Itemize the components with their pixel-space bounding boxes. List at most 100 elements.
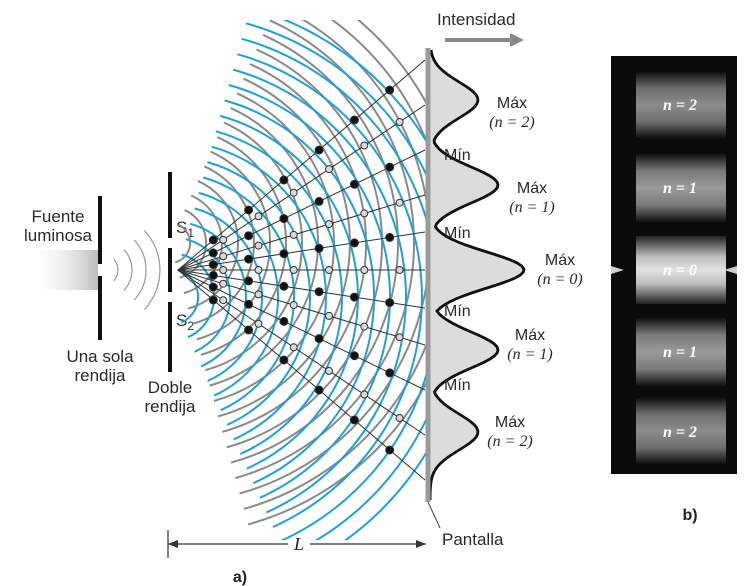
double-slit-label-line2: rendija: [144, 397, 196, 416]
fringe-label: n = 1: [663, 180, 697, 197]
destructive-point: [360, 266, 369, 274]
constructive-point: [279, 316, 289, 326]
interference-line: [177, 269, 426, 346]
min-label: Mín: [444, 303, 471, 320]
s2-wavefront: [220, 114, 359, 470]
interference-line: [177, 269, 426, 391]
destructive-point: [254, 319, 263, 328]
destructive-point: [360, 322, 369, 331]
intensity-pattern-curve: [428, 49, 526, 501]
s2-wavefront: [215, 130, 343, 455]
s2-wavefront: [232, 68, 407, 514]
max-label: Máx: [545, 252, 575, 269]
s1-wavefront: [205, 121, 304, 372]
destructive-point: [254, 266, 263, 274]
light-source: [28, 250, 98, 290]
constructive-point: [279, 355, 289, 365]
fringe-band: [636, 154, 726, 222]
constructive-point: [385, 298, 395, 308]
max-order-label: (n = 2): [487, 433, 532, 450]
destructive-point: [395, 118, 404, 126]
interference-lines: [177, 59, 426, 481]
max-order-label: (n = 1): [509, 199, 554, 216]
fringe-label: n = 2: [663, 424, 697, 441]
constructive-point: [349, 179, 359, 189]
s1-wavefront: [175, 223, 192, 264]
constructive-point: [244, 276, 254, 286]
constructive-point: [279, 175, 289, 185]
constructive-point: [208, 295, 218, 305]
constructive-point: [349, 292, 359, 302]
constructive-point: [279, 249, 289, 259]
slit-s2-label: S2: [176, 311, 194, 333]
destructive-point: [254, 290, 263, 299]
destructive-point: [395, 414, 404, 422]
interference-line: [177, 269, 426, 436]
source-label-line2: luminosa: [24, 226, 93, 245]
wavefront-arc: [113, 258, 119, 282]
single-slit-wavefronts: [113, 230, 161, 310]
constructive-point: [385, 162, 395, 172]
s2-wavefront: [194, 207, 263, 382]
s2-wavefront: [228, 84, 391, 499]
destructive-point: [325, 220, 333, 229]
interference-line: [177, 231, 426, 271]
s1-wavefront: [209, 106, 320, 387]
wavefront-arc: [123, 249, 133, 291]
part-b-label: b): [682, 507, 697, 524]
intensity-pattern-fill: [430, 50, 524, 500]
s1-wavefront: [183, 194, 223, 295]
max-order-label: (n = 0): [537, 271, 582, 288]
left-marker-arrow: [611, 266, 624, 274]
s1-wavefront: [192, 165, 255, 325]
destructive-point: [395, 266, 404, 274]
s2-wavefront: [245, 22, 428, 540]
constructive-point: [314, 196, 324, 206]
s2-wavefront: [190, 222, 247, 368]
destructive-point: [325, 165, 333, 174]
constructive-point: [314, 145, 324, 155]
wavefront-arc: [143, 230, 161, 310]
destructive-point: [219, 235, 228, 244]
screen-leader-line: [427, 501, 441, 529]
interference-line: [177, 149, 426, 271]
s2-wavefront: [282, 20, 428, 540]
part-a-label: a): [233, 569, 247, 586]
destructive-point: [360, 141, 369, 150]
max-order-label: (n = 1): [507, 346, 552, 363]
interference-line: [177, 269, 426, 309]
interference-line: [177, 194, 426, 271]
constructive-point: [208, 270, 218, 280]
interference-line: [177, 269, 426, 481]
destructive-point: [289, 301, 298, 310]
right-marker-arrow: [724, 266, 737, 274]
destructive-point: [289, 343, 298, 352]
intersection-dots: [208, 85, 404, 455]
max-label: Máx: [495, 414, 525, 431]
destructive-point: [219, 266, 228, 274]
constructive-point: [244, 205, 254, 215]
constructive-point: [314, 287, 324, 297]
destructive-point: [360, 390, 369, 399]
max-label: Máx: [497, 95, 527, 112]
constructive-point: [244, 325, 254, 335]
fringe-photo: n = 2 n = 1 n = 0 n = 1 n = 2: [611, 56, 737, 474]
constructive-point: [314, 334, 324, 344]
destructive-point: [325, 366, 333, 375]
destructive-point: [360, 209, 369, 218]
s2-wavefront: [211, 145, 327, 441]
double-slit-label-line1: Doble: [148, 378, 192, 397]
constructive-point: [349, 351, 359, 361]
fringe-band: [636, 318, 726, 386]
destructive-point: [219, 279, 228, 288]
constructive-point: [349, 238, 359, 248]
s2-blue-wavefronts: [177, 20, 428, 540]
destructive-point: [289, 230, 298, 239]
max-label: Máx: [515, 327, 545, 344]
s2-wavefront: [207, 161, 311, 426]
constructive-point: [385, 232, 395, 242]
fringe-label: n = 1: [663, 344, 697, 361]
wavefront-arc: [133, 239, 147, 301]
constructive-point: [208, 260, 218, 270]
